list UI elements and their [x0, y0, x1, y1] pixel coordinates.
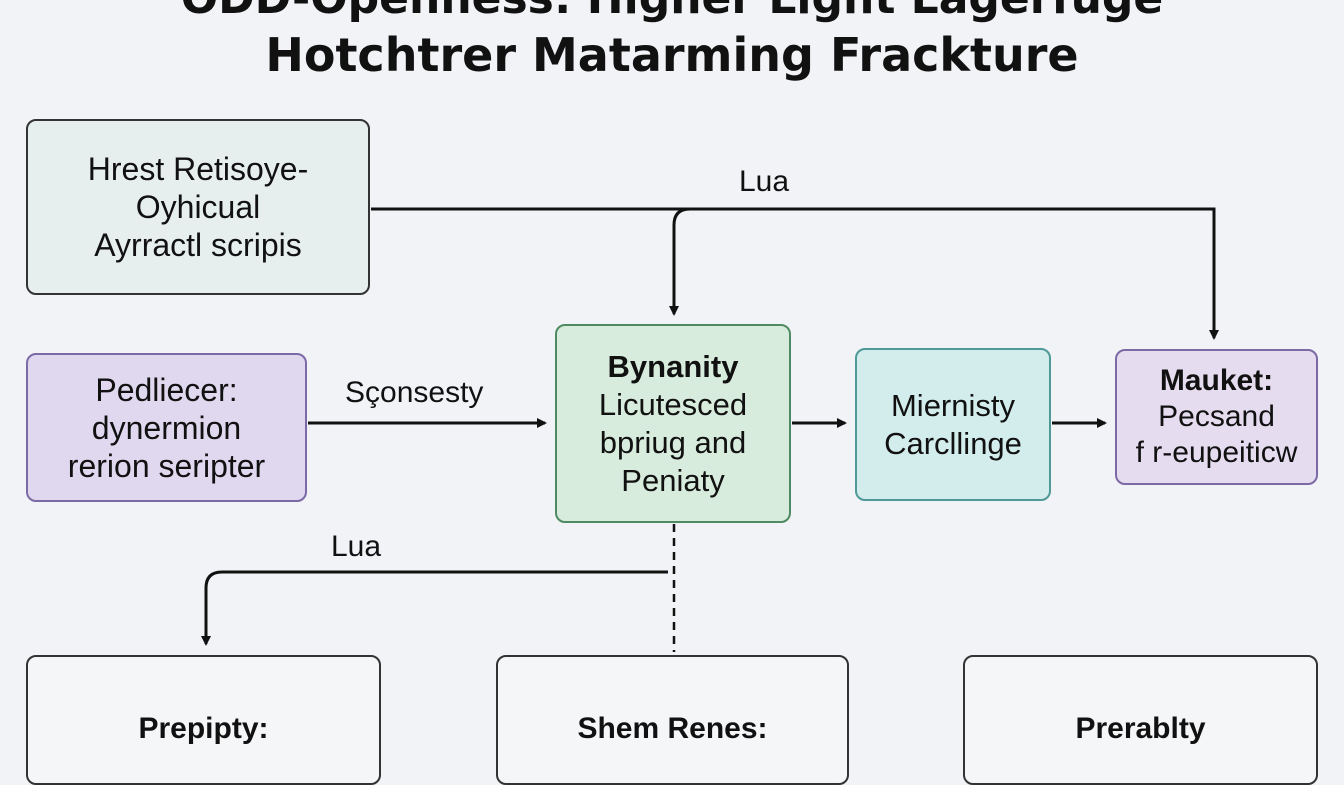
connector-layer [201, 207, 1219, 652]
node-center-line: Licutesced [598, 386, 748, 422]
connector-top-to-right [371, 207, 1219, 340]
edge-label-top: Lua [739, 165, 790, 198]
node-center-line: Peniaty [621, 462, 725, 498]
node-top-left-line: Ayrractl scripis [94, 227, 302, 263]
node-top-left-line: Hrest Retisoye- [87, 151, 309, 187]
node-center-line: bpriug and [599, 424, 747, 460]
edge-label-bottom: Lua [331, 530, 382, 563]
node-mid-left-line: Pedliecer: [95, 371, 238, 408]
node-mid-left-line: dynermion [91, 409, 242, 446]
edge-label-left: Sçonsesty [345, 376, 484, 409]
node-bottom-mid-heading: Shem Renes: [577, 712, 768, 745]
node-bottom-mid: Shem Renes: [496, 655, 849, 785]
node-bottom-right-heading: Prerablty [1075, 712, 1206, 745]
node-mid-right: Miernisty Carcllinge [855, 348, 1051, 501]
node-right-line: f r-eupeiticw [1135, 436, 1298, 469]
diagram-title-line-1: ODD-Openness: Higher Light Lagerfuge [0, 0, 1344, 24]
node-bottom-right: Prerablty [963, 655, 1318, 785]
node-mid-right-line: Miernisty [890, 387, 1015, 423]
node-right: Mauket: Pecsand f r-eupeiticw [1115, 349, 1318, 485]
diagram-title-line-2: Hotchtrer Matarming Frackture [265, 28, 1079, 82]
node-top-left: Hrest Retisoye- Oyhicual Ayrractl scripi… [26, 119, 370, 295]
node-bottom-left-heading: Prepipty: [138, 712, 269, 745]
node-center: Bynanity Licutesced bpriug and Peniaty [555, 324, 791, 523]
node-top-left-line: Oyhicual [135, 189, 261, 225]
node-right-heading: Mauket: [1159, 364, 1274, 397]
node-center-heading: Bynanity [607, 348, 739, 384]
node-mid-right-line: Carcllinge [884, 425, 1022, 461]
connector-center-to-bottom-left [201, 570, 668, 646]
connector-top-to-center [669, 207, 691, 316]
node-mid-left-line: rerion seripter [67, 447, 266, 484]
node-right-line: Pecsand [1158, 400, 1275, 433]
node-mid-left: Pedliecer: dynermion rerion seripter [26, 353, 307, 502]
node-bottom-left: Prepipty: [26, 655, 381, 785]
